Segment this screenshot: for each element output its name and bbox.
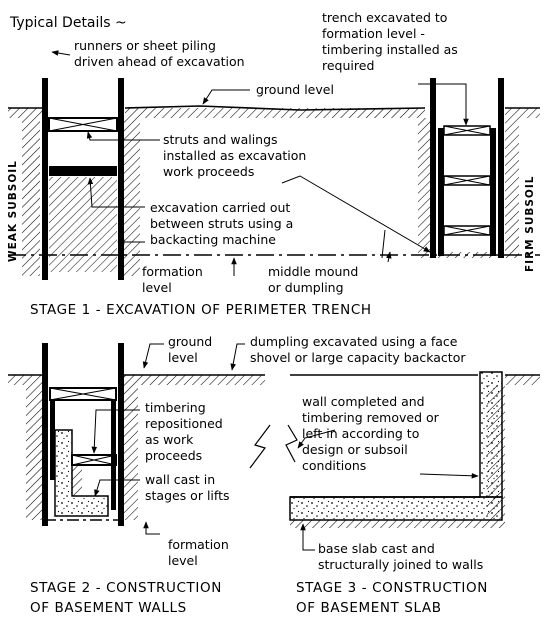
stage1-mound-line2: or dumpling — [268, 280, 344, 295]
stage1-trench-line2: formation level - — [322, 26, 425, 41]
stage3-drawing — [230, 343, 540, 551]
stage1-excavation-line3: backacting machine — [150, 232, 276, 247]
stage1-ground-level: ground level — [256, 82, 334, 97]
stage1-weak-subsoil-label: WEAK SUBSOIL — [7, 160, 19, 262]
stage1-trench-line3: timbering installed as — [322, 42, 458, 57]
stage1-mound-line1: middle mound — [268, 264, 358, 279]
stage1-drawing: WEAK SUBSOIL FIRM SUBSOIL — [7, 50, 540, 280]
stage2-formation-line1: formation — [168, 537, 229, 552]
stage3-wall-completed-line5: conditions — [302, 458, 366, 473]
stage3-wall-completed-line2: timbering removed or — [302, 410, 440, 425]
stage2-drawing — [8, 343, 265, 535]
stage2-wall-cast-line1: wall cast in — [145, 472, 215, 487]
stage1-firm-subsoil-label: FIRM SUBSOIL — [524, 176, 536, 272]
stage3-base-slab-line1: base slab cast and — [318, 541, 435, 556]
stage2-timbering-line4: proceeds — [145, 448, 202, 463]
stage2-caption-line2: OF BASEMENT WALLS — [30, 600, 187, 616]
stage3-wall-completed-line1: wall completed and — [302, 394, 425, 409]
stage2-formation-line2: level — [168, 553, 198, 568]
stage1-caption: STAGE 1 - EXCAVATION OF PERIMETER TRENCH — [30, 302, 372, 318]
stage3-wall-completed-line4: design or subsoil — [302, 442, 408, 457]
stage1-excavation-line1: excavation carried out — [150, 200, 290, 215]
stage1-struts-line1: struts and walings — [163, 132, 278, 147]
stage2-timbering-line1: timbering — [145, 400, 206, 415]
stage2-ground-line1: ground — [168, 334, 212, 349]
stage2-timbering-line3: as work — [145, 432, 194, 447]
stage1-runners-line2: driven ahead of excavation — [74, 54, 245, 69]
stage1-trench-line1: trench excavated to — [322, 10, 447, 25]
stage1-formation-line1: formation — [142, 264, 203, 279]
stage2-wall-cast-line2: stages or lifts — [145, 488, 230, 503]
stage3-caption-line1: STAGE 3 - CONSTRUCTION — [296, 580, 488, 596]
stage1-struts-line3: work proceeds — [163, 164, 254, 179]
stage3-dumpling-line1: dumpling excavated using a face — [250, 334, 458, 349]
stage1-formation-line2: level — [142, 280, 172, 295]
stage1-excavation-line2: between struts using a — [150, 216, 293, 231]
stage2-caption-line1: STAGE 2 - CONSTRUCTION — [30, 580, 222, 596]
stage2-timbering-line2: repositioned — [145, 416, 223, 431]
stage3-base-slab-line2: structurally joined to walls — [318, 557, 483, 572]
stage1-runners-line1: runners or sheet piling — [74, 38, 216, 53]
stage3-dumpling-line2: shovel or large capacity backactor — [250, 350, 466, 365]
stage1-struts-line2: installed as excavation — [163, 148, 306, 163]
stage2-ground-line2: level — [168, 350, 198, 365]
break-mark — [249, 424, 271, 469]
stage3-caption-line2: OF BASEMENT SLAB — [296, 600, 442, 616]
stage3-wall-completed-line3: left in according to — [302, 426, 419, 441]
stage1-trench-line4: required — [322, 58, 374, 73]
diagram-title: Typical Details ~ — [9, 15, 127, 31]
